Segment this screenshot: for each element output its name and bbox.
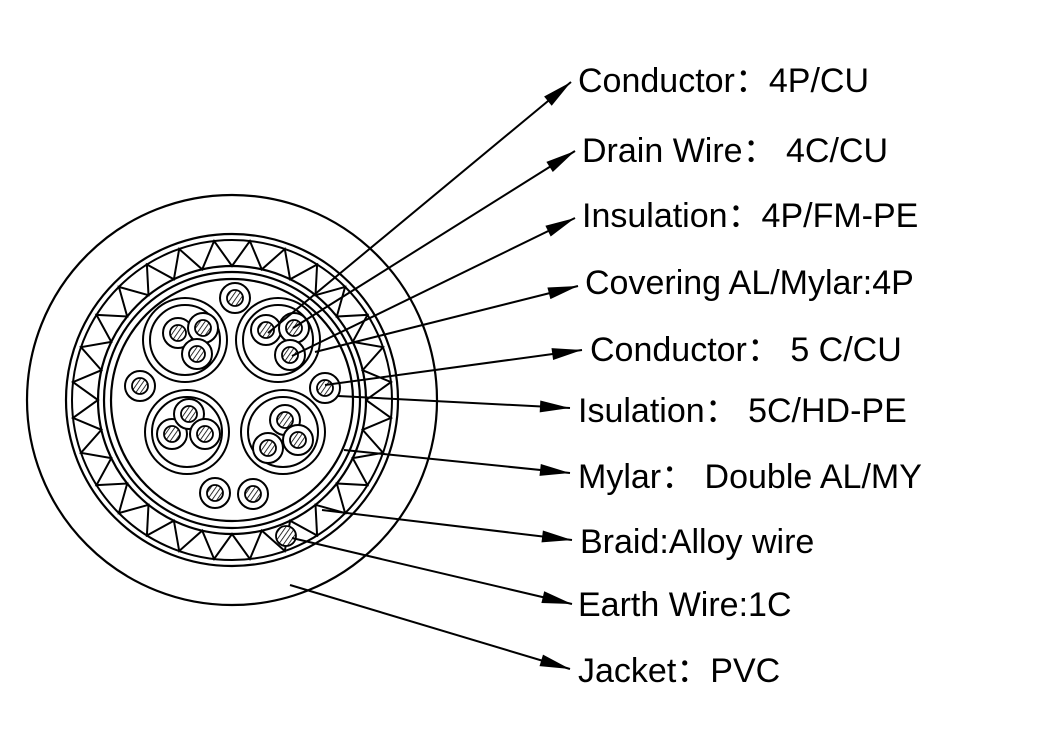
twisted-pair-3: [144, 389, 230, 475]
mylar-ring-inner: [109, 277, 355, 523]
pair-covering-inner: [149, 304, 221, 376]
pair-wire-3: [189, 418, 221, 450]
conductor-core: [169, 324, 187, 342]
callout-line: [324, 349, 583, 386]
callout-1: [267, 81, 572, 334]
callout-8: [321, 509, 573, 543]
arrowhead: [539, 654, 570, 669]
label-braid: Braid:Alloy wire: [580, 523, 814, 561]
conductor-core: [163, 425, 181, 443]
conductor-core: [259, 439, 277, 457]
arrowhead: [545, 218, 575, 237]
conductor-core: [316, 379, 334, 397]
twisted-pairs: [142, 297, 326, 475]
braid-outer: [71, 239, 393, 561]
arrowhead: [541, 591, 572, 604]
earth-wire: [275, 525, 297, 547]
braid-inner: [96, 264, 368, 536]
callout-line: [289, 584, 571, 670]
callout-10: [289, 584, 571, 670]
conductor-core: [289, 431, 307, 449]
arrowhead: [541, 530, 572, 543]
labels: Conductor：4P/CU Drain Wire： 4C/CU Insula…: [578, 62, 922, 690]
arrowhead: [546, 151, 575, 172]
arrowhead: [551, 348, 582, 360]
pair-wire-3: [274, 339, 306, 371]
single-wire-3: [309, 372, 341, 404]
label-conductor-5c: Conductor： 5 C/CU: [590, 331, 902, 369]
arrowhead: [539, 400, 570, 413]
label-earth-wire: Earth Wire:1C: [578, 586, 792, 624]
pair-covering-inner: [242, 304, 314, 376]
conductor-core: [206, 484, 224, 502]
callout-line: [321, 509, 573, 541]
callout-2: [292, 150, 576, 329]
callout-6: [337, 395, 571, 413]
arrowhead: [539, 464, 570, 476]
arrowhead: [544, 82, 571, 106]
pair-wire-3: [252, 432, 284, 464]
arrowhead: [547, 286, 578, 300]
jacket-outer: [25, 193, 439, 607]
label-insulation-4p: Insulation：4P/FM-PE: [582, 197, 918, 235]
callout-9: [291, 537, 573, 605]
callout-line: [291, 537, 573, 605]
label-mylar: Mylar： Double AL/MY: [578, 458, 922, 496]
drain-wires: [124, 282, 341, 510]
conductor-core: [196, 425, 214, 443]
conductor-core: [244, 485, 262, 503]
label-covering-al-mylar: Covering AL/Mylar:4P: [585, 264, 914, 302]
cable-cross-section: [25, 193, 439, 607]
conductor-core: [276, 411, 294, 429]
conductor-core: [194, 319, 212, 337]
conductor-core: [281, 346, 299, 364]
callout-5: [324, 348, 583, 386]
pair-covering-inner: [151, 396, 223, 468]
callout-line: [314, 285, 579, 353]
single-wire-5: [237, 478, 269, 510]
twisted-pair-2: [235, 297, 321, 383]
pair-wire-3: [181, 338, 213, 370]
twisted-pair-1: [142, 297, 228, 383]
conductor-core: [180, 405, 198, 423]
pair-wire-1: [162, 317, 194, 349]
callout-line: [343, 449, 571, 474]
callout-line: [337, 395, 571, 409]
pair-wire-2: [187, 312, 219, 344]
callout-lines: [267, 81, 583, 670]
earth-wire-conductor: [275, 525, 297, 547]
single-wire-1: [219, 282, 251, 314]
single-wire-2: [124, 370, 156, 402]
conductor-core: [257, 321, 275, 339]
conductor-core: [226, 289, 244, 307]
single-wire-4: [199, 477, 231, 509]
callout-line: [267, 81, 572, 334]
pair-wire-2: [282, 424, 314, 456]
label-conductor-4p: Conductor：4P/CU: [578, 62, 869, 100]
mylar-ring-outer: [102, 270, 362, 530]
callout-line: [292, 150, 576, 329]
callout-7: [343, 449, 571, 476]
callout-3: [291, 217, 576, 357]
label-drain-wire: Drain Wire： 4C/CU: [582, 132, 888, 170]
twisted-pair-4: [240, 389, 326, 475]
callout-line: [291, 217, 576, 357]
label-jacket: Jacket：PVC: [578, 652, 780, 690]
conductor-core: [188, 345, 206, 363]
conductor-core: [131, 377, 149, 395]
label-insulation-5c: Isulation： 5C/HD-PE: [578, 392, 907, 430]
pair-wire-1: [250, 314, 282, 346]
pair-covering-inner: [247, 396, 319, 468]
callout-4: [314, 285, 579, 353]
